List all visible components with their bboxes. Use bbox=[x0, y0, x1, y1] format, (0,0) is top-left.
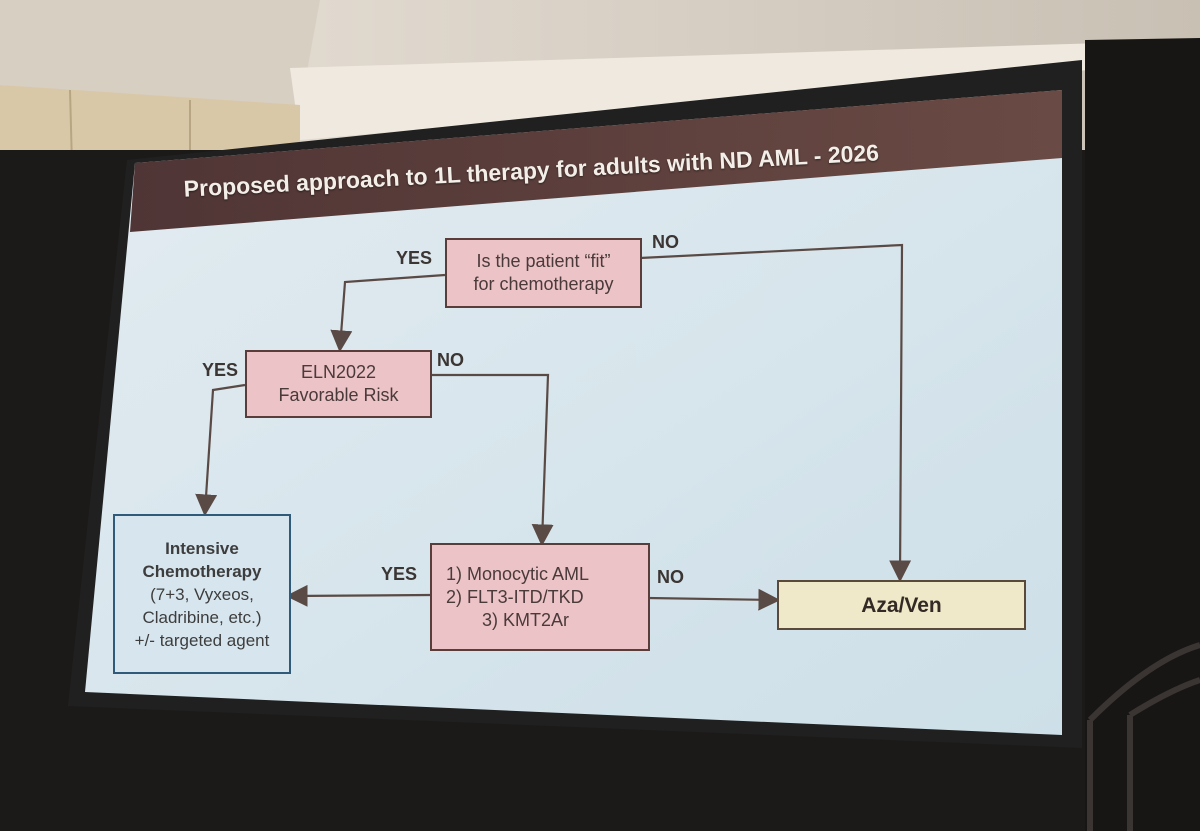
aza-ven-label: Aza/Ven bbox=[861, 593, 942, 617]
intensive-line4: Cladribine, etc.) bbox=[142, 607, 262, 627]
eln-yes-label: YES bbox=[202, 360, 239, 380]
intensive-line5: +/- targeted agent bbox=[134, 630, 270, 650]
intensive-line2: Chemotherapy bbox=[142, 561, 262, 581]
edge-fit-no bbox=[639, 243, 912, 583]
fit-no-label: NO bbox=[652, 232, 679, 252]
edge-eln-yes bbox=[195, 383, 246, 517]
criteria-item-3: 3) KMT2Ar bbox=[482, 609, 570, 630]
criteria-no-label: NO bbox=[657, 567, 684, 587]
criteria-box: 1) Monocytic AML 2) FLT3-ITD/TKD 3) KMT2… bbox=[430, 543, 650, 651]
fit-line2: for chemotherapy bbox=[473, 274, 614, 294]
eln-line1: ELN2022 bbox=[300, 362, 377, 382]
intensive-chemo-box: Intensive Chemotherapy (7+3, Vyxeos, Cla… bbox=[113, 514, 291, 674]
edge-fit-yes bbox=[330, 273, 446, 353]
criteria-yes-label: YES bbox=[381, 564, 418, 584]
fit-yes-label: YES bbox=[396, 248, 433, 268]
aza-ven-box: Aza/Ven bbox=[777, 580, 1026, 630]
edge-eln-no bbox=[430, 373, 554, 547]
criteria-item-1: 1) Monocytic AML bbox=[446, 563, 590, 584]
intensive-line3: (7+3, Vyxeos, bbox=[150, 584, 254, 604]
fit-line1: Is the patient “fit” bbox=[476, 251, 611, 271]
intensive-line1: Intensive bbox=[165, 538, 239, 558]
criteria-item-2: 2) FLT3-ITD/TKD bbox=[446, 586, 584, 607]
eln-risk-box: ELN2022 Favorable Risk bbox=[245, 350, 432, 418]
eln-no-label: NO bbox=[437, 350, 464, 370]
edge-criteria-no bbox=[647, 588, 781, 611]
eln-line2: Favorable Risk bbox=[278, 385, 399, 405]
edge-criteria-yes bbox=[285, 584, 431, 607]
fit-decision-box: Is the patient “fit” for chemotherapy bbox=[445, 238, 642, 308]
